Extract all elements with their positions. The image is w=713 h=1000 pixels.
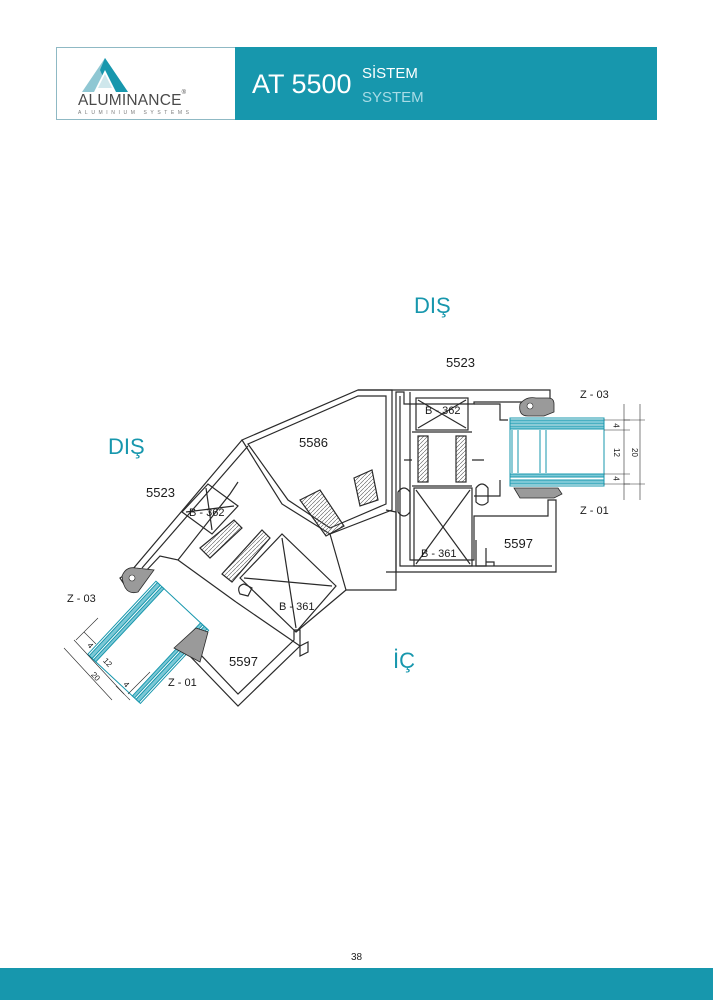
zone-outside-top: DIŞ xyxy=(414,293,451,318)
right-dimensions xyxy=(604,404,645,500)
profile-label-sash-right: 5597 xyxy=(504,536,533,551)
left-gasket-top xyxy=(121,567,155,594)
right-gasket-top xyxy=(519,397,555,417)
zone-inside: İÇ xyxy=(393,648,415,673)
gasket-label-right-bottom: Z - 01 xyxy=(580,505,609,517)
profile-label-sash-left: 5597 xyxy=(229,654,258,669)
right-frame-section xyxy=(358,389,557,573)
right-gasket-bottom xyxy=(513,487,563,499)
logo-tagline: ALUMINIUM SYSTEMS xyxy=(78,110,193,116)
gasket-label-right-top: Z - 03 xyxy=(580,389,609,401)
gasket-label-left-top: Z - 03 xyxy=(67,593,96,605)
right-glass-unit xyxy=(509,417,605,487)
corner-post-section xyxy=(241,389,397,591)
zone-outside-left: DIŞ xyxy=(108,434,145,459)
system-label-tr: SİSTEM xyxy=(362,65,418,82)
dim-right-pane-2: 4 xyxy=(611,476,621,481)
page-header: ALUMINANCE® ALUMINIUM SYSTEMS AT 5500 Sİ… xyxy=(56,47,657,120)
bead-label-left-top: B - 362 xyxy=(189,507,225,519)
footer-bar xyxy=(0,968,713,1000)
system-code: AT 5500 xyxy=(252,69,352,99)
dim-right-total: 20 xyxy=(629,448,639,457)
logo-wordmark: ALUMINANCE® xyxy=(78,90,187,109)
left-dimensions xyxy=(63,617,151,701)
profile-label-left-frame: 5523 xyxy=(146,485,175,500)
profile-label-corner-post: 5586 xyxy=(299,435,328,450)
dim-right-pane-1: 4 xyxy=(611,423,621,428)
bead-label-left-bottom: B - 361 xyxy=(279,601,315,613)
gasket-label-left-bottom: Z - 01 xyxy=(168,677,197,689)
title-bar: AT 5500 SİSTEM SYSTEM xyxy=(235,47,657,120)
left-gasket-bottom xyxy=(173,627,209,663)
logo-box: ALUMINANCE® ALUMINIUM SYSTEMS xyxy=(56,47,235,120)
dim-right-gap: 12 xyxy=(611,448,621,457)
aluminance-logo-icon xyxy=(82,58,128,92)
system-label-en: SYSTEM xyxy=(362,89,424,106)
profile-label-top-frame: 5523 xyxy=(446,355,475,370)
page-number: 38 xyxy=(350,952,363,963)
bead-label-right-top: B - 362 xyxy=(425,405,461,417)
bead-label-right-bottom: B - 361 xyxy=(421,548,457,560)
